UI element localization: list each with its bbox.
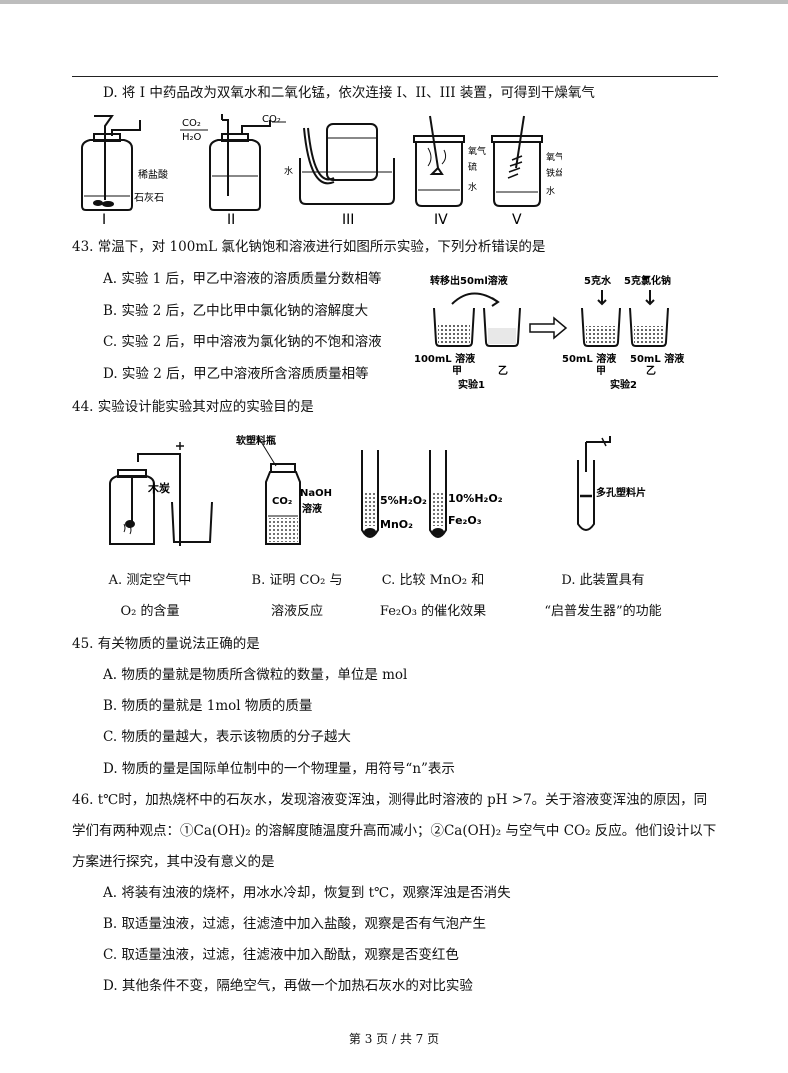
label-charcoal: 木炭 [147, 481, 170, 495]
label-transfer: 转移出50ml溶液 [430, 274, 508, 287]
q43-option-d: D. 实验 2 后，甲乙中溶液所含溶质质量相等 [103, 366, 369, 382]
label-fe2o3: Fe₂O₃ [448, 514, 482, 527]
label-num-3: III [342, 212, 354, 226]
label-num-5: V [512, 212, 522, 226]
q44-caption-a1: A. 测定空气中 [108, 573, 192, 588]
label-mno2: MnO₂ [380, 518, 413, 531]
label-naoh: NaOH [300, 488, 332, 499]
label-jia-1: 甲 [452, 365, 462, 377]
q44-caption-c1: C. 比较 MnO₂ 和 [381, 573, 485, 588]
q42-apparatus-figure: 稀盐酸 石灰石 CO₂ H₂O CO₂ 水 氧气 硫 水 氧气 铁丝 水 I I… [81, 114, 562, 226]
q46-option-c: C. 取适量浊液，过滤，往滤液中加入酚酞，观察是否变红色 [103, 947, 459, 963]
label-h2o2-10: 10%H₂O₂ [448, 492, 503, 505]
label-exp-1: 实验1 [458, 378, 485, 391]
q46-stem-line3: 方案进行探究，其中没有意义的是 [72, 854, 275, 870]
label-soln-50b: 50mL 溶液 [630, 352, 684, 365]
q44-apparatus-figure: 木炭 软塑料瓶 CO₂ NaOH 溶液 5%H₂O₂ MnO₂ 10%H₂O₂ … [109, 434, 646, 546]
label-v-o2: 氧气 [546, 151, 562, 163]
label-nacl-5g: 5克氯化钠 [624, 274, 671, 287]
label-porous-plate: 多孔塑料片 [596, 486, 646, 499]
q44-caption-d1: D. 此装置具有 [561, 573, 645, 588]
q46-option-d: D. 其他条件不变，隔绝空气，再做一个加热石灰水的对比实验 [103, 978, 473, 994]
label-water-5g: 5克水 [584, 274, 612, 287]
label-v-fe: 铁丝 [546, 167, 562, 179]
label-naoh-soln: 溶液 [302, 502, 322, 515]
label-limestone: 石灰石 [134, 191, 164, 204]
page-top-border [0, 0, 788, 4]
label-iv-water: 水 [468, 181, 477, 193]
label-co2-out: CO₂ [262, 114, 281, 125]
label-num-2: II [227, 212, 235, 226]
q43-option-c: C. 实验 2 后，甲中溶液为氯化钠的不饱和溶液 [103, 334, 382, 350]
q45-stem: 45. 有关物质的量说法正确的是 [72, 636, 260, 652]
label-co2: CO₂ [272, 496, 292, 507]
q43-option-a: A. 实验 1 后，甲乙中溶液的溶质质量分数相等 [103, 271, 382, 287]
q43-stem: 43. 常温下，对 100mL 氯化钠饱和溶液进行如图所示实验，下列分析错误的是 [72, 239, 546, 255]
q44-caption-b2: 溶液反应 [270, 604, 323, 619]
label-exp-2: 实验2 [610, 378, 637, 391]
q44-caption-a2: O₂ 的含量 [120, 604, 180, 619]
q46-stem-line1: 46. t℃时，加热烧杯中的石灰水，发现溶液变浑浊，测得此时溶液的 pH >7。… [72, 792, 708, 808]
label-soln-100: 100mL 溶液 [414, 352, 475, 365]
q46-option-a: A. 将装有浊液的烧杯，用冰水冷却，恢复到 t℃，观察浑浊是否消失 [103, 885, 511, 901]
q44-caption-c2: Fe₂O₃ 的催化效果 [379, 604, 487, 619]
label-h2o-in: H₂O [182, 132, 202, 143]
q45-option-b: B. 物质的量就是 1mol 物质的质量 [103, 698, 313, 714]
q43-experiment-figure: 转移出50ml溶液 100mL 溶液 甲 乙 实验1 5克水 5克氯化钠 50m… [414, 274, 684, 391]
q45-option-d: D. 物质的量是国际单位制中的一个物理量，用符号“n”表示 [103, 761, 455, 777]
label-hcl: 稀盐酸 [138, 168, 168, 181]
label-water-iii: 水 [284, 165, 293, 177]
q44-stem: 44. 实验设计能实验其对应的实验目的是 [72, 399, 314, 415]
q44-caption-d2: “启普发生器”的功能 [544, 604, 662, 619]
q43-option-b: B. 实验 2 后，乙中比甲中氯化钠的溶解度大 [103, 303, 369, 319]
label-iv-s: 硫 [468, 161, 477, 173]
label-num-4: IV [434, 212, 448, 226]
header-rule [72, 76, 718, 77]
q45-option-a: A. 物质的量就是物质所含微粒的数量，单位是 mol [103, 667, 408, 683]
label-jia-2: 甲 [596, 365, 606, 377]
label-h2o2-5: 5%H₂O₂ [380, 494, 427, 507]
label-num-1: I [102, 212, 106, 226]
label-co2-in: CO₂ [182, 118, 201, 129]
q42-option-d: D. 将 I 中药品改为双氧水和二氧化锰，依次连接 I、II、III 装置，可得… [103, 85, 595, 101]
label-iv-o2: 氧气 [468, 145, 486, 157]
label-soln-50a: 50mL 溶液 [562, 352, 616, 365]
label-v-water: 水 [546, 185, 555, 197]
label-yi-1: 乙 [498, 365, 508, 377]
page-footer: 第 3 页 / 共 7 页 [348, 1032, 440, 1046]
q44-caption-b1: B. 证明 CO₂ 与 [251, 573, 343, 588]
label-soft-bottle: 软塑料瓶 [236, 434, 276, 447]
q45-option-c: C. 物质的量越大，表示该物质的分子越大 [103, 729, 351, 745]
q46-stem-line2: 学们有两种观点：①Ca(OH)₂ 的溶解度随温度升高而减小；②Ca(OH)₂ 与… [72, 823, 717, 839]
label-yi-2: 乙 [646, 365, 656, 377]
q46-option-b: B. 取适量浊液，过滤，往滤渣中加入盐酸，观察是否有气泡产生 [103, 916, 487, 932]
